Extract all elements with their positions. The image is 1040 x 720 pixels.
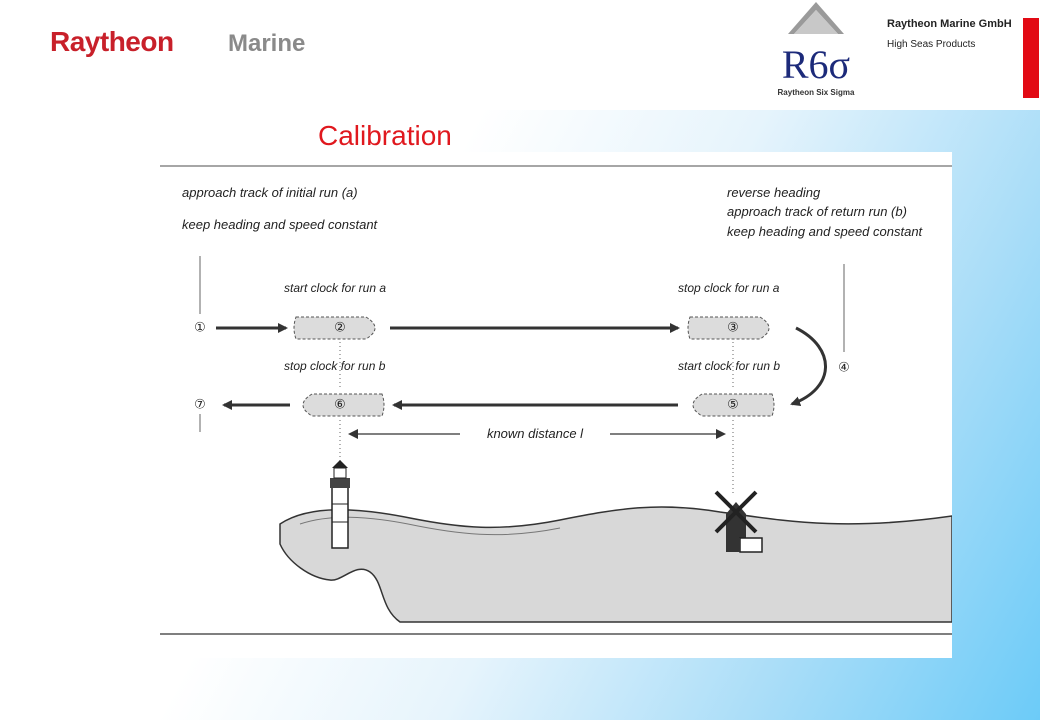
logo-roof-shape: [788, 2, 844, 34]
six-sigma-logo: R6σ Raytheon Six Sigma: [778, 2, 855, 97]
page-title: Calibration: [318, 120, 452, 151]
boat-position-5: [692, 393, 775, 417]
marker-7: ⑦: [194, 398, 206, 413]
turn-arrow: [790, 326, 827, 406]
diagram-canvas: approach track of initial run (a) keep h…: [160, 165, 952, 635]
boat-position-3: [687, 316, 770, 340]
boat-position-6: [302, 393, 385, 417]
stop-clock-b-label: stop clock for run b: [284, 359, 386, 373]
division-name: High Seas Products: [887, 39, 976, 50]
return-label-2: approach track of return run (b): [727, 204, 907, 219]
marker-5: ⑤: [727, 398, 739, 413]
logo-letters: R6σ: [782, 42, 850, 87]
logo-roof-inner: [794, 10, 838, 34]
start-clock-b-label: start clock for run b: [678, 359, 780, 373]
return-label-3: keep heading and speed constant: [727, 224, 924, 239]
header-band: [0, 0, 1040, 110]
accent-bar: [1023, 18, 1039, 98]
return-label-1: reverse heading: [727, 185, 821, 200]
marine-logo-text: Marine: [228, 30, 306, 57]
lighthouse-icon: [330, 460, 350, 549]
boat-position-2: [293, 316, 376, 340]
marker-4: ④: [838, 361, 850, 376]
marker-3: ③: [727, 321, 739, 336]
known-distance-label: known distance l: [487, 426, 584, 441]
coastline-land: [279, 506, 952, 623]
calibration-diagram: approach track of initial run (a) keep h…: [160, 152, 952, 658]
logo-caption: Raytheon Six Sigma: [778, 88, 855, 97]
windmill-icon: [714, 490, 763, 553]
marker-1: ①: [194, 321, 206, 336]
initial-run-label-2: keep heading and speed constant: [182, 217, 379, 232]
company-name: Raytheon Marine GmbH: [887, 18, 1012, 30]
initial-run-label-1: approach track of initial run (a): [182, 185, 358, 200]
start-clock-a-label: start clock for run a: [284, 281, 386, 295]
raytheon-logo: Raytheon: [50, 26, 174, 57]
marker-2: ②: [334, 321, 346, 336]
marker-6: ⑥: [334, 398, 346, 413]
stop-clock-a-label: stop clock for run a: [678, 281, 780, 295]
